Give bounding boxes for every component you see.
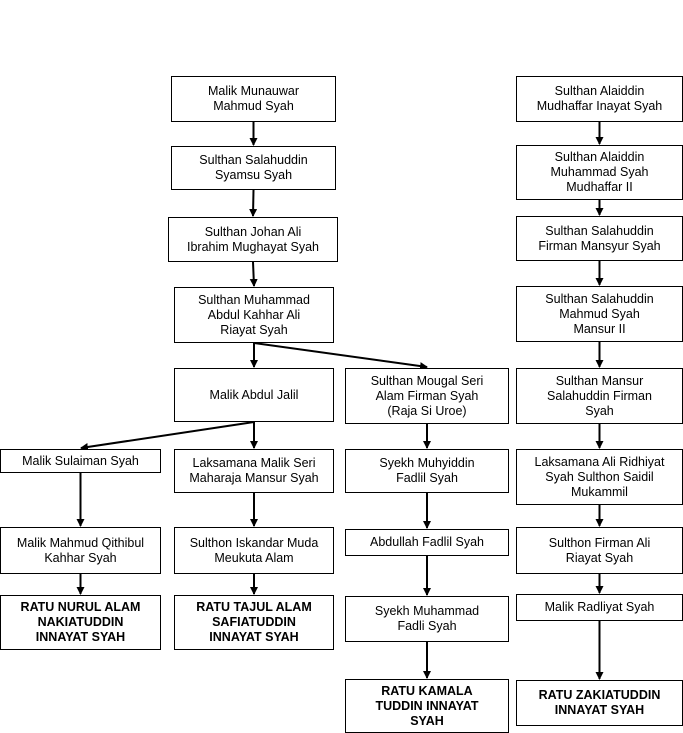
person-name: RATU ZAKIATUDDIN INNAYAT SYAH [538,688,661,717]
person-box-n14: Abdullah Fadlil Syah [345,529,509,556]
person-name: RATU TAJUL ALAM SAFIATUDDIN INNAYAT SYAH [196,600,312,644]
person-box-n9: Malik Mahmud Qithibul Kahhar Syah [0,527,161,574]
person-box-r4: Sulthan Salahuddin Mahmud Syah Mansur II [516,286,683,342]
person-name: Sulthan Johan Ali Ibrahim Mughayat Syah [186,224,319,254]
person-box-n1: Malik Munauwar Mahmud Syah [171,76,336,122]
person-name: Sulthon Firman Ali Riayat Syah [548,535,651,565]
person-name: RATU NURUL ALAM NAKIATUDDIN INNAYAT SYAH [20,600,141,644]
person-box-n4: Sulthan Muhammad Abdul Kahhar Ali Riayat… [174,287,334,343]
person-box-n12: RATU TAJUL ALAM SAFIATUDDIN INNAYAT SYAH [174,595,334,650]
person-name: Sulthan Salahuddin Mahmud Syah Mansur II [545,291,654,336]
person-name: Malik Abdul Jalil [209,387,299,402]
person-name: Sulthan Mougal Seri Alam Firman Syah (Ra… [370,373,484,418]
person-box-n5: Malik Abdul Jalil [174,368,334,422]
person-box-r9: RATU ZAKIATUDDIN INNAYAT SYAH [516,680,683,726]
person-box-n13: Syekh Muhyiddin Fadlil Syah [345,449,509,493]
person-name: Syekh Muhammad Fadli Syah [374,604,480,633]
person-name: Sulthan Salahuddin Syamsu Syah [199,153,308,182]
person-box-r1: Sulthan Alaiddin Mudhaffar Inayat Syah [516,76,683,122]
person-box-n2: Sulthan Salahuddin Syamsu Syah [171,146,336,190]
person-name: Sulthan Alaiddin Mudhaffar Inayat Syah [536,84,663,113]
person-box-n8: Laksamana Malik Seri Maharaja Mansur Sya… [174,449,334,493]
person-box-n3: Sulthan Johan Ali Ibrahim Mughayat Syah [168,217,338,262]
person-box-n16: RATU KAMALA TUDDIN INNAYAT SYAH [345,679,509,733]
person-box-n10: Sulthon Iskandar Muda Meukuta Alam [174,527,334,574]
person-name: Sulthan Alaiddin Muhammad Syah Mudhaffar… [550,150,649,194]
person-name: Malik Radliyat Syah [544,600,655,614]
person-box-n11: RATU NURUL ALAM NAKIATUDDIN INNAYAT SYAH [0,595,161,650]
person-name: Malik Munauwar Mahmud Syah [207,84,299,113]
person-name: Sulthon Iskandar Muda Meukuta Alam [189,535,319,565]
person-box-r2: Sulthan Alaiddin Muhammad Syah Mudhaffar… [516,145,683,200]
person-box-r5: Sulthan Mansur Salahuddin Firman Syah [516,368,683,424]
connector-arrow [80,421,255,451]
person-box-r8: Malik Radliyat Syah [516,594,683,621]
person-box-r6: Laksamana Ali Ridhiyat Syah Sulthon Said… [516,449,683,505]
person-name: Syekh Muhyiddin Fadlil Syah [379,456,475,485]
person-box-r7: Sulthon Firman Ali Riayat Syah [516,527,683,574]
connector-arrow [253,342,428,371]
person-name: Laksamana Malik Seri Maharaja Mansur Sya… [189,456,319,485]
person-name: Sulthan Salahuddin Firman Mansyur Syah [538,223,661,253]
connector-arrow [249,189,258,217]
person-box-n15: Syekh Muhammad Fadli Syah [345,596,509,642]
person-name: Malik Sulaiman Syah [22,453,139,468]
person-name: Malik Mahmud Qithibul Kahhar Syah [16,535,145,565]
person-name: Sulthan Muhammad Abdul Kahhar Ali Riayat… [198,292,310,337]
connector-arrow [249,261,258,287]
person-name: RATU KAMALA TUDDIN INNAYAT SYAH [375,683,479,728]
person-box-n7: Malik Sulaiman Syah [0,449,161,473]
person-box-r3: Sulthan Salahuddin Firman Mansyur Syah [516,216,683,261]
person-box-n6: Sulthan Mougal Seri Alam Firman Syah (Ra… [345,368,509,424]
person-name: Abdullah Fadlil Syah [370,535,484,549]
person-name: Sulthan Mansur Salahuddin Firman Syah [547,373,652,418]
person-name: Laksamana Ali Ridhiyat Syah Sulthon Said… [534,454,665,499]
